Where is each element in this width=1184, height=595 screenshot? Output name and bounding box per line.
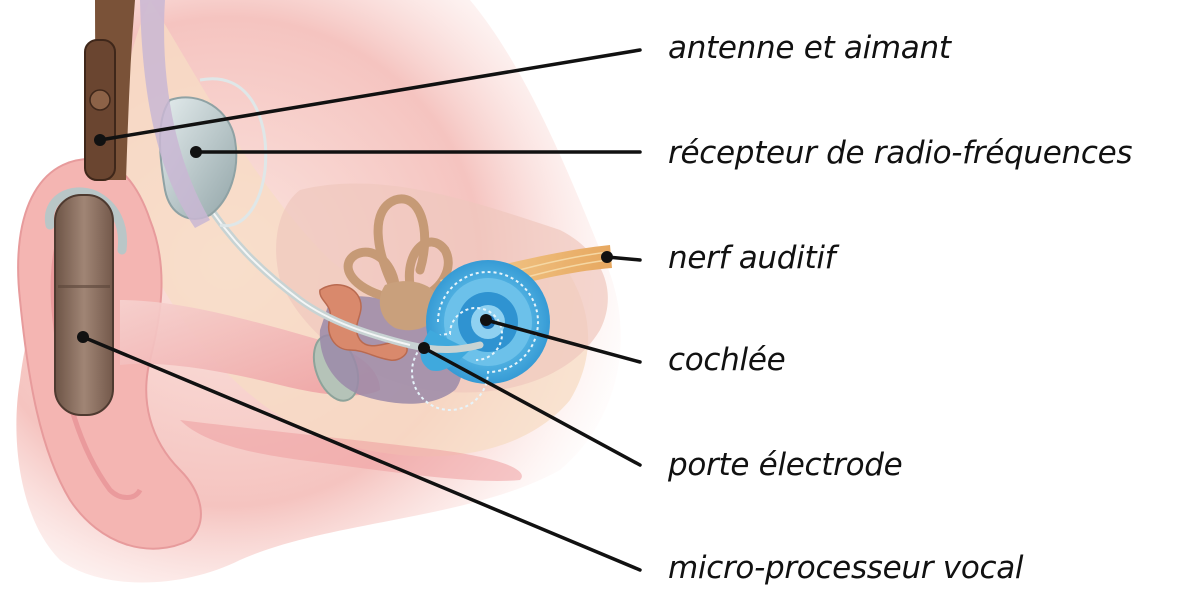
processor-seam: [58, 285, 110, 288]
label-antenna-magnet: antenne et aimant: [668, 28, 951, 68]
label-rf-receiver: récepteur de radio-fréquences: [668, 133, 1132, 173]
dot-antenna: [94, 134, 106, 146]
antenna-magnet: [90, 90, 110, 110]
dot-cochlea: [480, 314, 492, 326]
speech-processor: [55, 195, 113, 415]
label-electrode-carrier: porte électrode: [668, 445, 902, 485]
label-speech-processor: micro-processeur vocal: [668, 548, 1023, 588]
dot-electrode: [418, 342, 430, 354]
dot-receiver: [190, 146, 202, 158]
label-cochlea: cochlée: [668, 340, 785, 380]
dot-nerve: [601, 251, 613, 263]
label-auditory-nerve: nerf auditif: [668, 238, 835, 278]
dot-processor: [77, 331, 89, 343]
